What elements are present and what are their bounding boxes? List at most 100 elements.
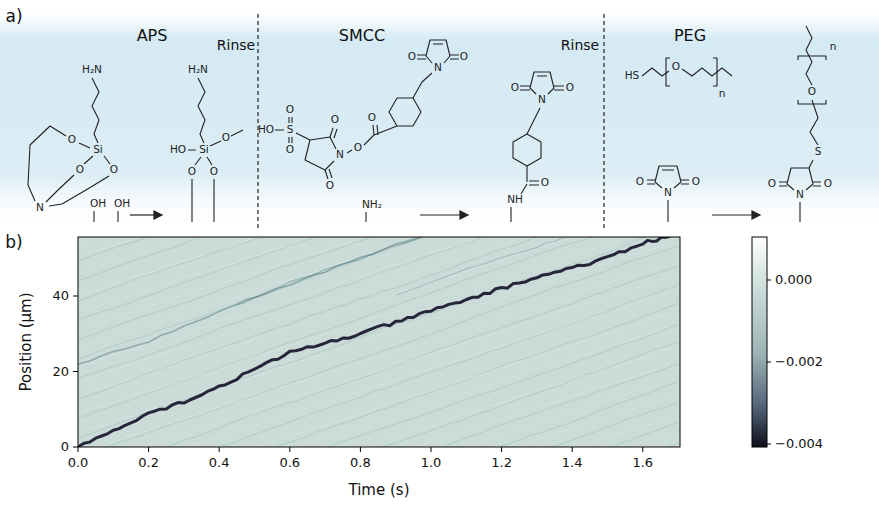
atom-label: H₂N <box>82 64 102 76</box>
step-divider <box>258 14 604 228</box>
tick-label: 40 <box>52 289 69 303</box>
step-label: Rinse <box>217 38 255 53</box>
atom-label: O <box>460 51 468 63</box>
smcc-molecule <box>325 128 337 179</box>
kymograph-trace <box>78 380 671 447</box>
peg-bound-molecule <box>809 100 818 168</box>
atom-label: OH <box>90 198 106 210</box>
colorbar-label: −0.004 <box>775 437 823 451</box>
atom-label: N <box>796 189 804 201</box>
atom-label: HO <box>258 124 274 136</box>
peg-molecule <box>666 58 717 86</box>
atom-label: NH₂ <box>362 199 382 211</box>
aps-molecule <box>92 78 99 143</box>
colorbar-label: −0.002 <box>775 355 823 369</box>
reaction-arrow <box>420 214 462 215</box>
peg-molecule <box>655 166 681 188</box>
smcc-molecule <box>417 55 459 59</box>
atom-label: OH <box>114 198 130 210</box>
peg-bound-molecule <box>779 182 821 222</box>
atom-label: H₂N <box>188 64 208 76</box>
aps-bound-molecule <box>188 78 243 222</box>
aps-molecule <box>28 78 118 222</box>
tick-label: 0 <box>61 440 69 454</box>
kymograph-trace <box>78 237 431 364</box>
atom-label: O <box>76 164 84 176</box>
repeat-index: n <box>830 41 837 53</box>
colorbar-label: 0.000 <box>775 273 812 287</box>
smcc-molecule <box>305 137 336 170</box>
atom-label: O <box>672 61 680 73</box>
reaction-arrow <box>752 211 760 219</box>
atom-label: HO <box>170 144 186 156</box>
axis-tick <box>78 447 643 452</box>
axis-tick <box>73 296 78 447</box>
atom-label: O <box>824 178 832 190</box>
aps-bound-molecule <box>198 78 205 143</box>
atom-label: O <box>808 86 816 98</box>
atom-label: O <box>368 112 376 124</box>
atom-label: O <box>286 104 294 116</box>
aps-bound-molecule <box>188 130 243 165</box>
aps-molecule <box>46 175 74 202</box>
peg-bound-molecule <box>798 56 826 104</box>
atom-label: Si <box>199 144 209 156</box>
atom-label: O <box>210 166 218 178</box>
reaction-arrow <box>712 214 754 215</box>
atom-label: O <box>768 178 776 190</box>
atom-label: O <box>354 142 362 154</box>
solution-band <box>0 14 879 230</box>
kymograph-trace <box>78 237 671 244</box>
tick-label: 1.6 <box>632 456 653 470</box>
axis-title: Position (µm) <box>18 292 35 391</box>
atom-label: O <box>408 51 416 63</box>
step-label: APS <box>137 27 168 45</box>
kymograph-trace <box>78 237 671 258</box>
kymograph-trace <box>78 237 678 359</box>
smcc-bound-molecule <box>513 134 541 166</box>
atom-label: S <box>287 124 294 136</box>
atom-label: N <box>336 149 344 161</box>
repeat-index: n <box>719 88 726 100</box>
smcc-molecule <box>347 125 397 153</box>
colorbar <box>752 237 767 447</box>
kymograph-trace <box>78 237 678 280</box>
kymograph-trace <box>78 237 671 413</box>
aps-molecule <box>94 211 118 222</box>
smcc-bound-molecule <box>530 72 554 94</box>
atom-label: HS <box>625 70 640 82</box>
kymograph-trace <box>78 292 671 447</box>
atom-label: O <box>331 114 339 126</box>
atom-label: N <box>538 94 546 106</box>
atom-label: O <box>541 177 549 189</box>
atom-label: O <box>692 176 700 188</box>
aps-molecule <box>28 126 66 201</box>
reaction-arrow <box>130 214 156 215</box>
step-divider <box>257 14 258 228</box>
tick-label: 1.4 <box>562 456 583 470</box>
smcc-molecule <box>413 73 432 98</box>
peg-bound-molecule <box>787 168 813 190</box>
kymograph-trace <box>78 432 671 447</box>
aps-molecule <box>79 143 110 164</box>
kymograph-trace <box>78 263 671 447</box>
atom-label: O <box>110 164 118 176</box>
atom-label: O <box>188 166 196 178</box>
kymograph-trace <box>78 237 671 396</box>
atom-label: N <box>36 202 44 214</box>
atom-label: O <box>222 132 230 144</box>
smcc-molecule <box>389 98 421 126</box>
kymograph-trace <box>78 364 678 447</box>
plot-frame <box>78 237 680 447</box>
kymograph-trace <box>237 237 449 304</box>
smcc-molecule <box>365 212 366 222</box>
atom-label: O <box>286 144 294 156</box>
atom-label: O <box>511 82 519 94</box>
kymograph-trace <box>78 237 678 301</box>
axis-title: Time (s) <box>349 482 410 499</box>
peg-molecule <box>682 68 732 76</box>
atom-label: N <box>664 187 672 199</box>
kymograph-trace <box>78 237 671 346</box>
atom-label: Si <box>93 144 103 156</box>
atom-label: O <box>68 134 76 146</box>
